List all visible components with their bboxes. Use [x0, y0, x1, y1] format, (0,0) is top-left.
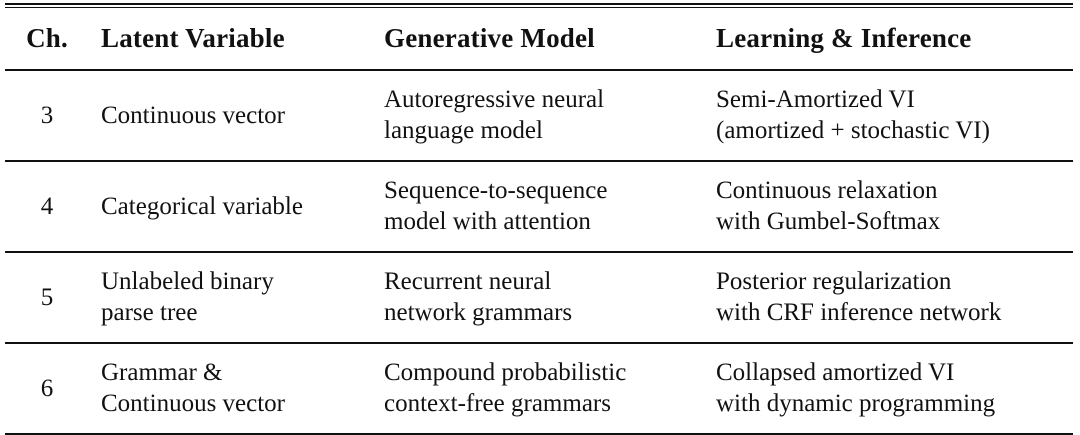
cell-generative-model: Compound probabilistic context-free gram… — [371, 343, 696, 435]
cell-line: Posterior regularization — [716, 268, 952, 295]
cell-latent-variable: Continuous vector — [89, 70, 371, 162]
cell-latent-variable: Categorical variable — [89, 161, 371, 253]
column-header-learning-inference: Learning & Inference — [696, 3, 1073, 71]
column-header-generative-model: Generative Model — [371, 3, 696, 71]
cell-line: Grammar & — [101, 359, 223, 386]
table-row: 6 Grammar & Continuous vector Compound p… — [5, 343, 1073, 435]
cell-learning-inference: Collapsed amortized VI with dynamic prog… — [696, 343, 1073, 435]
cell-generative-model: Sequence-to-sequence model with attentio… — [371, 161, 696, 253]
cell-line: context-free grammars — [384, 390, 611, 417]
cell-latent-variable: Grammar & Continuous vector — [89, 343, 371, 435]
table-row: 4 Categorical variable Sequence-to-seque… — [5, 161, 1073, 253]
cell-chapter: 5 — [5, 252, 89, 344]
cell-chapter: 3 — [5, 70, 89, 162]
table-header: Ch. Latent Variable Generative Model Lea… — [5, 3, 1073, 71]
cell-learning-inference: Posterior regularization with CRF infere… — [696, 252, 1073, 344]
column-header-chapter: Ch. — [5, 3, 89, 71]
cell-line: Autoregressive neural — [384, 86, 605, 113]
cell-line: Unlabeled binary — [101, 268, 274, 295]
cell-line: Collapsed amortized VI — [716, 359, 955, 386]
table-row: 5 Unlabeled binary parse tree Recurrent … — [5, 252, 1073, 344]
cell-line: network grammars — [384, 299, 573, 326]
cell-line: (amortized + stochastic VI) — [716, 117, 990, 144]
cell-line: model with attention — [384, 208, 591, 235]
cell-line: Continuous vector — [101, 101, 286, 129]
table-header-row: Ch. Latent Variable Generative Model Lea… — [5, 3, 1073, 71]
cell-line: with dynamic programming — [716, 390, 996, 417]
cell-line: language model — [384, 117, 543, 144]
cell-learning-inference: Semi-Amortized VI (amortized + stochasti… — [696, 70, 1073, 162]
cell-line: Continuous relaxation — [716, 177, 938, 204]
latent-variable-models-table: Ch. Latent Variable Generative Model Lea… — [5, 3, 1073, 435]
cell-latent-variable: Unlabeled binary parse tree — [89, 252, 371, 344]
table-row: 3 Continuous vector Autoregressive neura… — [5, 70, 1073, 162]
cell-line: Semi-Amortized VI — [716, 86, 915, 113]
cell-line: Continuous vector — [101, 390, 286, 417]
cell-chapter: 6 — [5, 343, 89, 435]
cell-line: Compound probabilistic — [384, 359, 627, 386]
cell-chapter: 4 — [5, 161, 89, 253]
table-figure: Ch. Latent Variable Generative Model Lea… — [5, 3, 1073, 435]
cell-line: Recurrent neural — [384, 268, 552, 295]
cell-line: with Gumbel-Softmax — [716, 208, 941, 235]
cell-line: Categorical variable — [101, 192, 303, 220]
column-header-latent-variable: Latent Variable — [89, 3, 371, 71]
cell-line: Sequence-to-sequence — [384, 177, 608, 204]
cell-line: parse tree — [101, 299, 198, 326]
cell-line: with CRF inference network — [716, 299, 1002, 326]
cell-learning-inference: Continuous relaxation with Gumbel-Softma… — [696, 161, 1073, 253]
table-body: 3 Continuous vector Autoregressive neura… — [5, 70, 1073, 435]
cell-generative-model: Autoregressive neural language model — [371, 70, 696, 162]
cell-generative-model: Recurrent neural network grammars — [371, 252, 696, 344]
